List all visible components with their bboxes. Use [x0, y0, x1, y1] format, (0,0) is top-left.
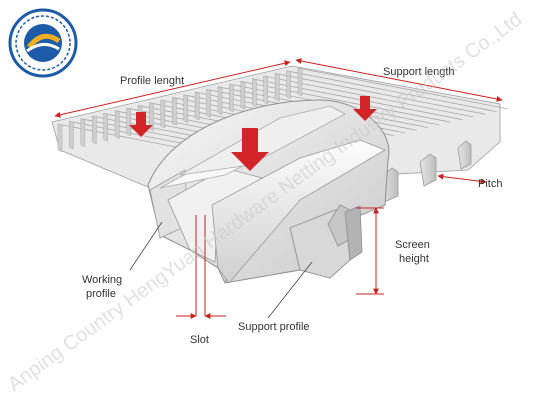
screen-bar-edge	[229, 83, 234, 113]
profile-length-label: Profile lenght	[120, 75, 184, 87]
screen-bar-edge	[194, 91, 200, 121]
down-arrow	[353, 96, 377, 121]
support-profile-label: Support profile	[238, 321, 310, 333]
screen-bar-edge	[160, 99, 166, 129]
screen-bar-edge	[206, 89, 211, 118]
pitch-label: Pitch	[478, 178, 502, 190]
screen-height-label-line1: Screen	[395, 239, 430, 251]
down-arrow	[129, 112, 153, 137]
screen-bar-edge	[92, 115, 97, 145]
screen-bar-edge	[69, 121, 74, 150]
screen-bar-edge	[80, 118, 86, 148]
support-length-label: Support length	[383, 66, 455, 78]
screen-bar-edge	[183, 94, 188, 124]
screen-bar-edge	[172, 97, 177, 126]
magnified-section	[147, 99, 390, 284]
screen-bar-edge	[286, 70, 291, 100]
screen-bar-edge	[126, 107, 131, 137]
screen-bar-edge	[263, 75, 268, 105]
watermark-text: Anping Country HengYuan Hardware Netting…	[4, 8, 526, 396]
screen-bar-edge	[103, 113, 108, 142]
screen-bar-edge	[57, 123, 63, 153]
screen-bar-edge	[240, 81, 246, 110]
screen-bar-edge	[114, 110, 120, 140]
working-profile-label-line1: Working	[82, 274, 122, 286]
screen-bar-edge	[252, 78, 257, 108]
leader-lines	[129, 221, 313, 319]
down-arrow	[231, 128, 269, 171]
company-logo	[8, 8, 78, 78]
screen-height-label-line2: height	[399, 253, 429, 265]
screen-bar-edge	[274, 73, 280, 102]
screen-bar-edge	[297, 67, 303, 97]
working-profile-label-line2: profile	[86, 288, 116, 300]
dimension-lines	[54, 58, 503, 319]
screen-bar-edge	[217, 86, 223, 116]
slot-label: Slot	[190, 334, 209, 346]
